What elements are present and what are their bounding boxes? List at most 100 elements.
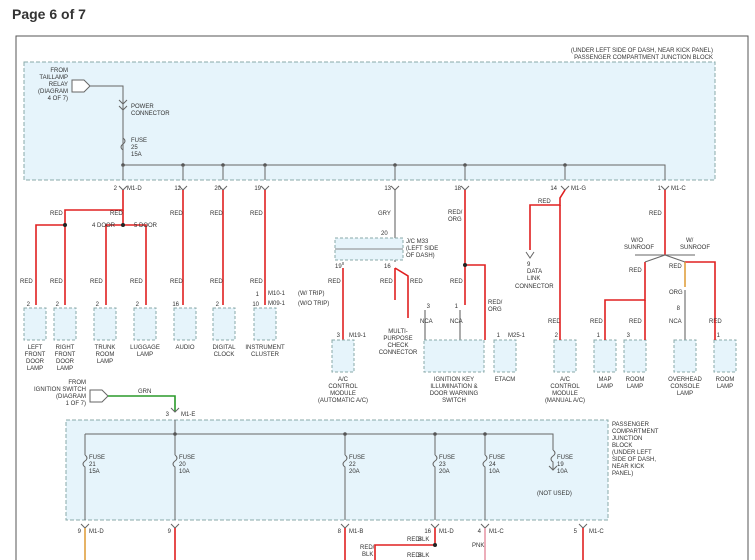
svg-text:FUSE: FUSE: [179, 455, 195, 461]
svg-text:18: 18: [454, 186, 461, 192]
svg-text:MODULE: MODULE: [552, 391, 578, 397]
conn-ref-m1-d: M1-D: [127, 186, 142, 192]
svg-text:RED: RED: [629, 319, 642, 325]
svg-text:LAMP: LAMP: [597, 384, 613, 390]
svg-text:LAMP: LAMP: [57, 366, 73, 372]
svg-text:OF DASH): OF DASH): [406, 253, 435, 259]
svg-text:RED: RED: [250, 211, 263, 217]
svg-text:DOOR: DOOR: [26, 359, 45, 365]
svg-text:NCA: NCA: [669, 319, 682, 325]
svg-text:SUNROOF: SUNROOF: [624, 245, 654, 251]
svg-text:RED: RED: [210, 279, 223, 285]
svg-text:CONSOLE: CONSOLE: [670, 384, 699, 390]
grn-wire: [108, 395, 176, 412]
lower-junction-block: [65, 419, 609, 521]
svg-text:ILLUMINATION &: ILLUMINATION &: [430, 384, 477, 390]
svg-text:POWER: POWER: [131, 104, 154, 110]
svg-text:BLK: BLK: [418, 553, 429, 559]
svg-text:14: 14: [550, 186, 557, 192]
svg-text:(AUTOMATIC A/C): (AUTOMATIC A/C): [318, 398, 368, 404]
svg-text:RED: RED: [629, 268, 642, 274]
svg-text:RED: RED: [130, 279, 143, 285]
svg-text:RED: RED: [20, 279, 33, 285]
svg-text:2: 2: [96, 302, 100, 308]
upper-junction-block: [23, 61, 716, 181]
svg-text:5 DOOR: 5 DOOR: [134, 223, 158, 229]
svg-text:3: 3: [337, 333, 341, 339]
audio: AUDIO: [175, 345, 194, 351]
fuse-25-label: FUSE 25 15A: [131, 138, 147, 158]
svg-text:ORG: ORG: [488, 307, 502, 313]
svg-text:PANEL): PANEL): [612, 471, 633, 477]
svg-text:FRONT: FRONT: [55, 352, 76, 358]
svg-text:19: 19: [254, 186, 261, 192]
svg-text:LAMP: LAMP: [27, 366, 43, 372]
svg-text:RED: RED: [170, 279, 183, 285]
svg-text:LAMP: LAMP: [137, 352, 153, 358]
svg-text:21: 21: [89, 462, 96, 468]
svg-text:23: 23: [439, 462, 446, 468]
svg-text:8: 8: [677, 306, 681, 312]
not-used-label: (NOT USED): [537, 491, 572, 497]
svg-text:DATA: DATA: [527, 269, 542, 275]
svg-text:RED: RED: [50, 279, 63, 285]
svg-text:10A: 10A: [557, 469, 568, 475]
conn-ref-m1-d-2: M1-D: [89, 529, 104, 535]
svg-text:CLUSTER: CLUSTER: [251, 352, 280, 358]
diagram-frame: [15, 35, 749, 560]
bottom-wire-labels: RED/ BLK RED/ BLK RED/ BLK PNK: [360, 537, 484, 559]
svg-text:FUSE: FUSE: [349, 455, 365, 461]
trip-labels: (W/ TRIP) (W/O TRIP) M10-1 M09-1: [268, 291, 329, 307]
door-labels: 4 DOOR 5 DOOR: [92, 223, 158, 229]
svg-text:(LEFT SIDE: (LEFT SIDE: [406, 246, 438, 252]
power-connector-label: POWER CONNECTOR: [131, 104, 170, 117]
svg-text:CONNECTOR: CONNECTOR: [131, 111, 170, 117]
svg-text:2: 2: [27, 302, 31, 308]
svg-text:15A: 15A: [89, 469, 100, 475]
svg-text:10: 10: [252, 302, 259, 308]
svg-text:RED/: RED/: [407, 537, 422, 543]
svg-text:9: 9: [168, 529, 172, 535]
ignition-arrow-icon: [89, 389, 109, 403]
svg-text:RELAY: RELAY: [49, 82, 68, 88]
svg-text:3: 3: [627, 333, 631, 339]
from-taillamp-label: FROM TAILLAMP RELAY (DIAGRAM 4 OF 7): [38, 68, 68, 102]
svg-text:FROM: FROM: [50, 68, 68, 74]
svg-text:RED: RED: [548, 319, 561, 325]
svg-text:2: 2: [136, 302, 140, 308]
svg-text:CLOCK: CLOCK: [214, 352, 235, 358]
svg-text:20: 20: [214, 186, 221, 192]
jc-m33-label: J/C M33 (LEFT SIDE OF DASH) 20 19 16: [335, 231, 438, 270]
svg-text:A/C: A/C: [338, 377, 349, 383]
svg-text:15A: 15A: [131, 152, 142, 158]
svg-text:IGNITION KEY: IGNITION KEY: [434, 377, 474, 383]
svg-text:RED: RED: [380, 279, 393, 285]
upper-block-title: (UNDER LEFT SIDE OF DASH, NEAR KICK PANE…: [571, 48, 713, 61]
svg-text:13: 13: [384, 186, 391, 192]
lower-fuse-symbols: [82, 449, 558, 520]
conn-ref-m1-c-3: M1-C: [589, 529, 604, 535]
svg-text:16: 16: [172, 302, 179, 308]
svg-text:TAILLAMP: TAILLAMP: [39, 75, 68, 81]
svg-text:RED/: RED/: [488, 300, 503, 306]
page-title: Page 6 of 7: [12, 6, 86, 22]
svg-text:NCA: NCA: [420, 319, 433, 325]
svg-text:MAP: MAP: [598, 377, 611, 383]
svg-text:FUSE: FUSE: [89, 455, 105, 461]
conn-ref-m1-b: M1-B: [349, 529, 363, 535]
svg-text:4 DOOR: 4 DOOR: [92, 223, 116, 229]
svg-text:(MANUAL A/C): (MANUAL A/C): [545, 398, 585, 404]
svg-text:TRUNK: TRUNK: [95, 345, 116, 351]
red-wires: [35, 189, 716, 340]
taillamp-arrow-icon: [71, 79, 91, 93]
svg-text:10A: 10A: [179, 469, 190, 475]
bottom-wires: [84, 528, 584, 560]
svg-text:FUSE: FUSE: [131, 138, 147, 144]
